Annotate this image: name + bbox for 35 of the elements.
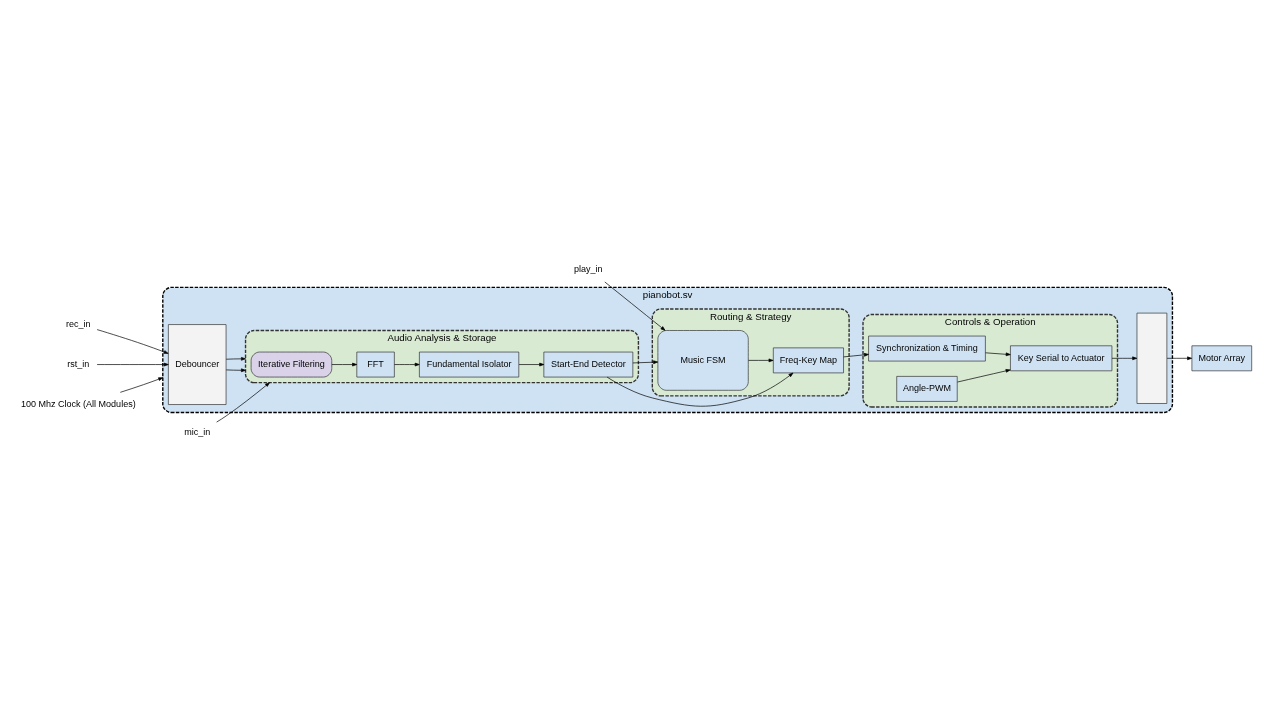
arrow <box>394 362 420 367</box>
node-box: Iterative Filtering <box>250 351 333 378</box>
node-box: Motor Array <box>1191 345 1253 372</box>
node-box: Synchronization & Timing <box>868 335 986 362</box>
node-box: FFT <box>356 351 395 378</box>
node-text: rst_in <box>67 358 90 369</box>
arrow <box>216 382 270 423</box>
arrow <box>957 369 1011 383</box>
node-trapezoid <box>1136 312 1168 404</box>
arrow <box>748 358 774 363</box>
arrow <box>985 352 1011 357</box>
arrow <box>843 353 869 358</box>
arrow <box>331 362 358 367</box>
arrow <box>1111 356 1138 361</box>
arrow <box>119 377 164 393</box>
arrow <box>604 281 666 331</box>
node-text: play_in <box>574 263 603 274</box>
node-box: Debouncer <box>168 324 227 405</box>
arrow <box>225 357 246 361</box>
node-text: 100 Mhz Clock (All Modules) <box>20 399 136 410</box>
arrow <box>225 368 246 373</box>
node-box: Freq-Key Map <box>772 347 844 374</box>
node-box: Start-End Detector <box>543 351 634 378</box>
arrow <box>632 360 659 364</box>
node-box: Fundamental Isolator <box>419 351 520 378</box>
arrow <box>96 329 169 354</box>
arrow <box>606 372 794 407</box>
node-text: mic_in <box>184 427 211 438</box>
arrow <box>518 362 545 367</box>
node-box: Music FSM <box>657 330 749 391</box>
node-box: Key Serial to Actuator <box>1010 345 1113 372</box>
node-box: Angle-PWM <box>896 376 958 402</box>
arrow <box>96 362 169 367</box>
arrow <box>1166 356 1192 361</box>
node-text: rec_in <box>66 318 91 329</box>
